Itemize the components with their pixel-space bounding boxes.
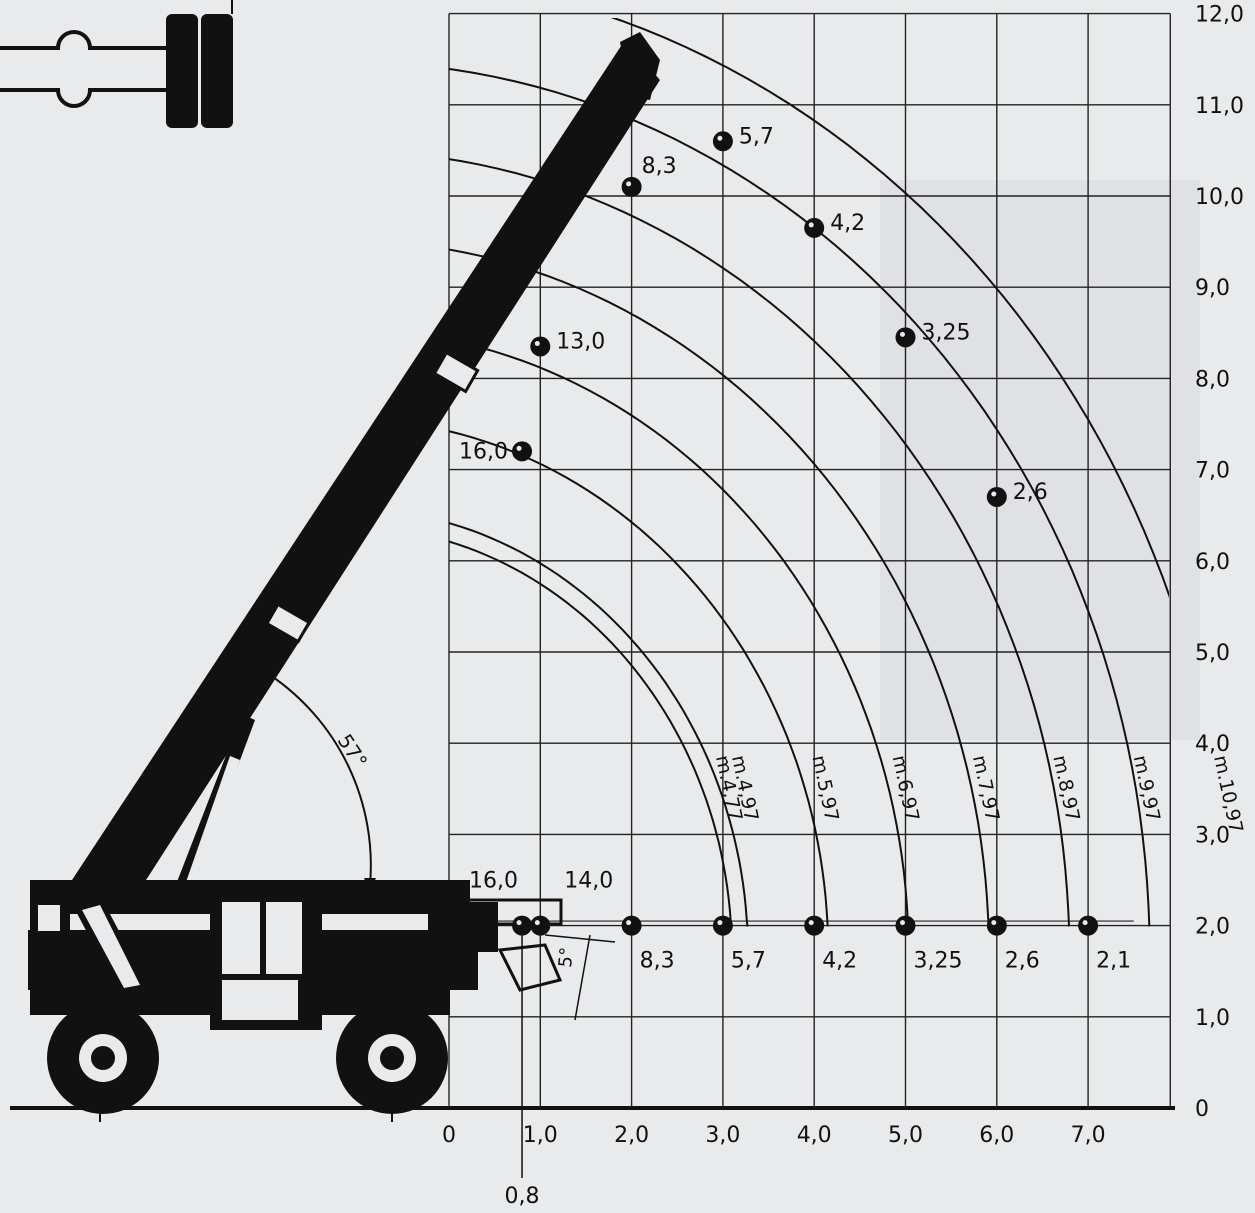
y-tick-label: 5,0: [1195, 641, 1230, 666]
y-tick-label: 3,0: [1195, 823, 1230, 848]
load-point-label: 4,2: [830, 211, 865, 236]
load-point-label: 13,0: [556, 329, 605, 354]
load-point-label: 8,3: [640, 949, 675, 974]
load-point: [1078, 915, 1099, 936]
load-point-label: 3,25: [922, 320, 971, 345]
background-shade: [880, 180, 1200, 740]
load-point: [530, 336, 551, 357]
y-tick-label: 2,0: [1195, 915, 1230, 940]
load-point-highlight: [534, 920, 540, 926]
load-point: [895, 915, 916, 936]
y-tick-label: 1,0: [1195, 1006, 1230, 1031]
load-point: [712, 131, 733, 152]
reach-curve: [449, 67, 1151, 927]
y-tick-label: 8,0: [1195, 367, 1230, 392]
load-point-label: 16,0: [459, 439, 508, 464]
load-point-highlight: [900, 331, 905, 337]
load-point-label: 14,0: [564, 869, 613, 894]
load-point: [530, 915, 551, 936]
load-point-highlight: [900, 920, 905, 926]
load-point-highlight: [808, 920, 814, 926]
load-point: [512, 915, 533, 936]
y-tick-label: 11,0: [1195, 94, 1244, 119]
reach-curve: [610, 18, 1169, 598]
x-tick-label: 5,0: [888, 1123, 923, 1148]
reach-curve: [449, 430, 829, 927]
load-point-highlight: [808, 222, 814, 228]
load-point-label: 5,7: [739, 124, 774, 149]
load-point-highlight: [717, 920, 723, 926]
reach-curve: [449, 522, 749, 927]
y-tick-label: 0: [1195, 1097, 1209, 1122]
load-point-label: 2,6: [1013, 480, 1048, 505]
load-point-highlight: [516, 445, 522, 451]
load-point: [512, 441, 533, 462]
top-detail-illustration: [0, 0, 233, 128]
load-point-highlight: [1082, 920, 1088, 926]
load-point-highlight: [534, 340, 540, 346]
y-tick-label: 4,0: [1195, 732, 1230, 757]
load-point: [986, 486, 1007, 507]
axes: 0 1,0 2,0 3,0 4,0 5,0 6,0 7,0 8,0 9,0 10,0 11,0 12,0…: [442, 3, 1244, 1209]
load-point-label: 16,0: [469, 869, 518, 894]
load-point-label: 4,2: [822, 949, 857, 974]
x-tick-label: 3,0: [705, 1123, 740, 1148]
load-point-label: 8,3: [642, 154, 677, 179]
y-tick-label: 10,0: [1195, 185, 1244, 210]
reach-curve: [449, 339, 910, 927]
load-point-highlight: [717, 135, 723, 141]
load-point-highlight: [991, 920, 997, 926]
load-point-label: 2,6: [1005, 949, 1040, 974]
y-tick-label: 7,0: [1195, 459, 1230, 484]
x-tick-label: 0: [442, 1123, 456, 1148]
load-points: 16,0 14,0 8,3 5,7 4,2 3,25 2,6 2,1 16,0 13,0 8,3 5,…: [459, 124, 1131, 973]
reach-curve: [449, 540, 733, 927]
load-point-highlight: [516, 920, 522, 926]
load-point-label: 3,25: [914, 949, 963, 974]
load-point: [804, 915, 825, 936]
load-point: [621, 176, 642, 197]
y-tick-label: 12,0: [1195, 3, 1244, 28]
load-point-label: 2,1: [1096, 949, 1131, 974]
load-point-highlight: [626, 181, 632, 187]
x-tick-label: 1,0: [523, 1123, 558, 1148]
x-tick-label-extra: 0,8: [505, 1184, 540, 1209]
load-point: [712, 915, 733, 936]
x-tick-label: 4,0: [797, 1123, 832, 1148]
load-point-label: 5,7: [731, 949, 766, 974]
load-point: [804, 217, 825, 238]
x-tick-label: 2,0: [614, 1123, 649, 1148]
tilt-angle-label: 5°: [555, 946, 578, 968]
x-tick-label: 6,0: [979, 1123, 1014, 1148]
y-tick-label: 6,0: [1195, 550, 1230, 575]
load-point-highlight: [626, 920, 632, 926]
telehandler-illustration: [28, 32, 660, 1114]
y-tick-label: 9,0: [1195, 276, 1230, 301]
load-point: [621, 915, 642, 936]
load-point-highlight: [991, 491, 997, 497]
load-point: [986, 915, 1007, 936]
load-point: [895, 327, 916, 348]
x-tick-label: 7,0: [1071, 1123, 1106, 1148]
